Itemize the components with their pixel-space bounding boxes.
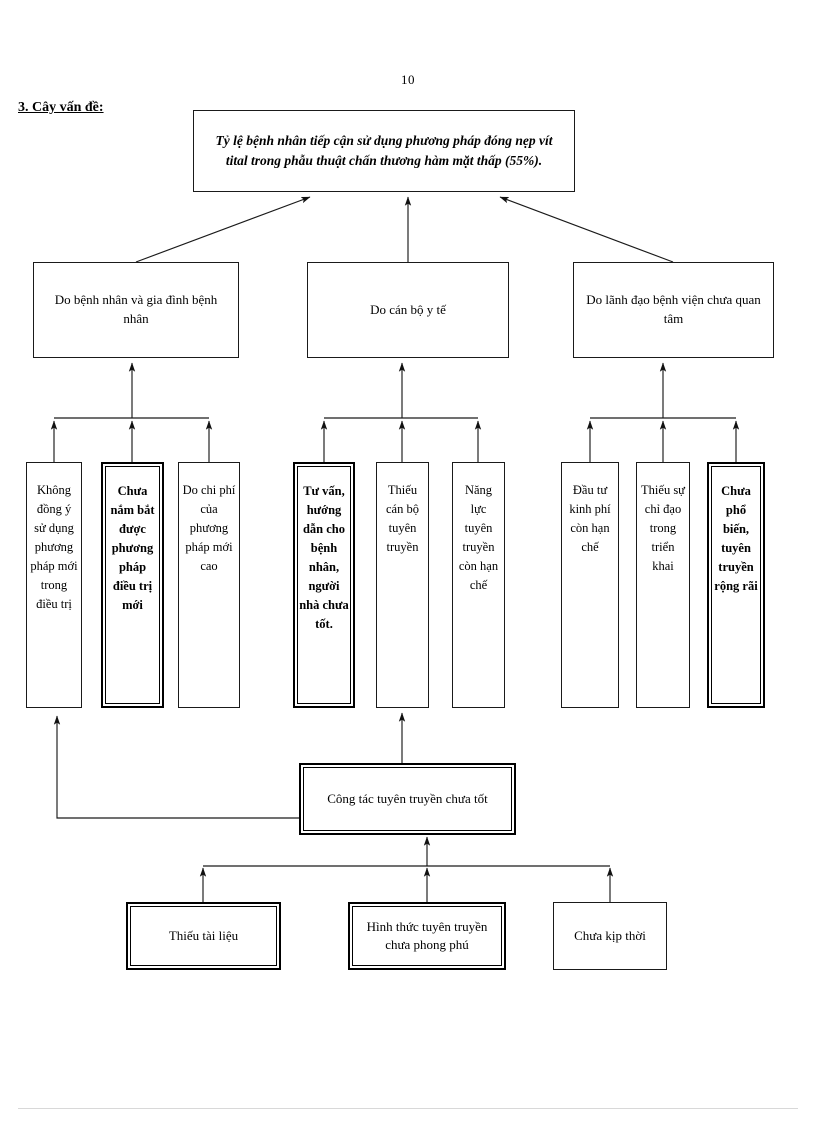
- cause-box-health-staff: Do cán bộ y tế: [307, 262, 509, 358]
- cause-box-hospital-leadership: Do lãnh đạo bệnh viện chưa quan tâm: [573, 262, 774, 358]
- subcause-box-b1: Tư vấn, hướng dẫn cho bệnh nhân, người n…: [293, 462, 355, 708]
- subcause-box-c2: Thiếu sự chỉ đạo trong triển khai: [636, 462, 690, 708]
- subcause-label-c1: Đầu tư kinh phí còn hạn chế: [569, 483, 611, 554]
- rootcause-label-d1: Thiếu tài liệu: [168, 927, 239, 943]
- subcause-box-b2: Thiếu cán bộ tuyên truyền: [376, 462, 429, 708]
- subcause-label-c2: Thiếu sự chỉ đạo trong triển khai: [641, 483, 685, 573]
- section-heading: 3. Cây vấn đề:: [18, 100, 104, 115]
- footer-divider: [18, 1108, 798, 1109]
- subcause-box-a3: Do chi phí của phương pháp mới cao: [178, 462, 240, 708]
- cause-label-patient-family: Do bệnh nhân và gia đình bệnh nhân: [54, 292, 218, 326]
- subcause-label-b1: Tư vấn, hướng dẫn cho bệnh nhân, người n…: [299, 484, 349, 631]
- subcause-box-c1: Đầu tư kinh phí còn hạn chế: [561, 462, 619, 708]
- hub-box-communication: Công tác tuyên truyền chưa tốt: [299, 763, 516, 835]
- rootcause-box-d2: Hình thức tuyên truyền chưa phong phú: [348, 902, 506, 970]
- subcause-box-a2: Chưa nắm bắt được phương pháp điều trị m…: [101, 462, 164, 708]
- root-problem-label: Tỷ lệ bệnh nhân tiếp cận sử dụng phương …: [215, 132, 553, 168]
- cause-label-hospital-leadership: Do lãnh đạo bệnh viện chưa quan tâm: [586, 292, 761, 326]
- hub-label-communication: Công tác tuyên truyền chưa tốt: [327, 790, 488, 806]
- subcause-label-b2: Thiếu cán bộ tuyên truyền: [386, 483, 419, 554]
- subcause-label-b3: Năng lực tuyên truyền còn hạn chế: [458, 483, 499, 592]
- subcause-label-a3: Do chi phí của phương pháp mới cao: [182, 483, 236, 573]
- subcause-label-a1: Không đồng ý sử dụng phương pháp mới tro…: [30, 483, 78, 611]
- rootcause-label-d3: Chưa kịp thời: [574, 927, 646, 943]
- cause-label-health-staff: Do cán bộ y tế: [370, 301, 446, 317]
- rootcause-box-d1: Thiếu tài liệu: [126, 902, 281, 970]
- subcause-box-c3: Chưa phổ biến, tuyên truyền rộng rãi: [707, 462, 765, 708]
- page-number: 10: [401, 72, 415, 87]
- subcause-label-a2: Chưa nắm bắt được phương pháp điều trị m…: [110, 484, 155, 612]
- subcause-label-c3: Chưa phổ biến, tuyên truyền rộng rãi: [714, 484, 758, 593]
- root-problem-box: Tỷ lệ bệnh nhân tiếp cận sử dụng phương …: [193, 110, 575, 192]
- subcause-box-a1: Không đồng ý sử dụng phương pháp mới tro…: [26, 462, 82, 708]
- cause-box-patient-family: Do bệnh nhân và gia đình bệnh nhân: [33, 262, 239, 358]
- subcause-box-b3: Năng lực tuyên truyền còn hạn chế: [452, 462, 505, 708]
- rootcause-box-d3: Chưa kịp thời: [553, 902, 667, 970]
- rootcause-label-d2: Hình thức tuyên truyền chưa phong phú: [366, 918, 488, 952]
